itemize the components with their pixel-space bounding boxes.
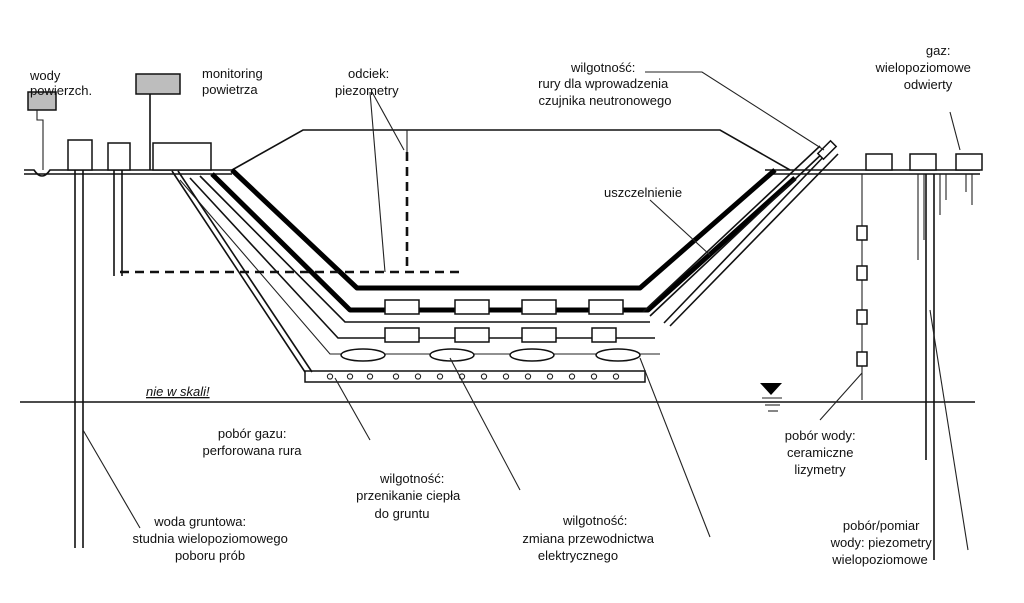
sensor-row-upper (384, 299, 624, 315)
air-monitor-station (135, 73, 181, 170)
waste-mound-outline (231, 129, 791, 171)
label-surface-water: wody powierzch. (29, 68, 92, 98)
label-piezometers: pobór/pomiar wody: piezometry wielopozio… (830, 518, 936, 567)
label-not-to-scale: nie w skali! (146, 384, 210, 399)
label-air-monitoring: monitoring powietrza (202, 66, 266, 97)
label-conductivity: wilgotność: zmiana przewodnictwa elektry… (522, 513, 657, 563)
basin-liner (179, 168, 797, 355)
label-groundwater-well: woda gruntowa: studnia wielopoziomowego … (133, 514, 292, 563)
neutron-probe-tubes (642, 139, 839, 327)
shallow-well (107, 142, 131, 276)
perforated-gas-pipe (304, 370, 646, 383)
gas-well-shafts (917, 174, 973, 560)
label-lysimeters: pobór wody: ceramiczne lizymetry (785, 428, 859, 477)
label-moisture-tubes: wilgotność: rury dla wprowadzenia czujni… (538, 60, 672, 108)
ground-surface-line (24, 169, 980, 177)
label-gas-wells: gaz: wielopoziomowe odwierty (874, 43, 974, 92)
air-monitor-box (152, 142, 212, 171)
lysimeter-column (856, 174, 868, 400)
water-table-marker-icon (760, 383, 782, 412)
gas-well-heads (865, 153, 983, 171)
label-heat-transfer: wilgotność: przenikanie ciepła do gruntu (356, 471, 464, 521)
label-leachate-piezometers: odciek: piezometry (335, 66, 399, 98)
groundwater-well (67, 139, 93, 548)
heat-sensor-ellipses (340, 348, 641, 362)
label-sealing: uszczelnienie (604, 185, 682, 200)
surface-water-probe (27, 91, 57, 170)
leachate-piezometer (120, 130, 460, 274)
sensor-row-lower (384, 327, 617, 343)
leader-lines (82, 71, 969, 551)
label-gas-sampling: pobór gazu: perforowana rura (203, 426, 303, 458)
